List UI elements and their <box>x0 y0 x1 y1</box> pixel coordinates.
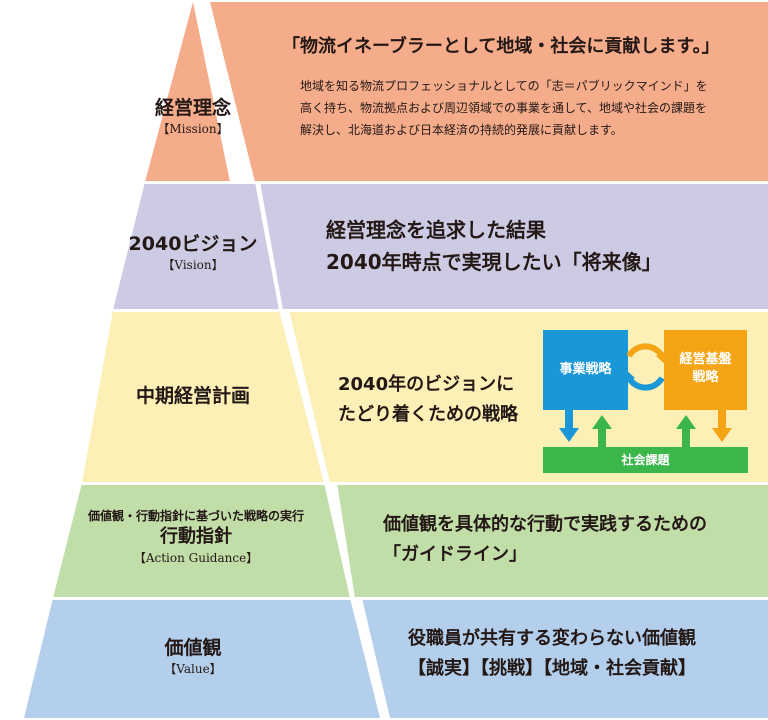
mission-body-line: 解決し、北海道および日本経済の持続的発展に貢献します。 <box>300 123 623 137</box>
mission-body-line: 高く持ち、物流拠点および周辺領域での事業を通して、地域や社会の課題を <box>300 101 708 115</box>
band-divider <box>0 597 768 600</box>
foundation-strategy-box <box>664 330 747 410</box>
social-issues-label: 社会課題 <box>621 453 670 467</box>
mission-label: 経営理念 【Mission】 <box>128 96 258 138</box>
up-arrow-green-icon <box>676 415 696 447</box>
foundation-strategy-line-1: 経営基盤 <box>679 352 732 367</box>
vision-line-1: 経営理念を追求した結果 <box>326 218 546 242</box>
foundation-strategy-label: 経営基盤 戦略 <box>664 351 747 387</box>
plan-line-1: 2040年のビジョンに <box>338 374 515 395</box>
vision-label: 2040ビジョン 【Vision】 <box>118 232 268 274</box>
right-band-mission <box>210 2 768 182</box>
guidance-subtitle: 【Action Guidance】 <box>133 551 259 565</box>
cycle-arrow-top-icon <box>626 343 665 358</box>
social-issues-bar <box>543 447 748 473</box>
guidance-description: 価値観を具体的な行動で実践するための 「ガイドライン」 <box>383 510 707 570</box>
pyramid-band-value <box>24 598 380 718</box>
vision-line-2: 2040年時点で実現したい「将来像」 <box>326 250 662 274</box>
right-band-guidance <box>337 483 768 598</box>
pyramid-band-vision <box>113 182 279 310</box>
band-divider <box>0 309 768 312</box>
right-band-value <box>362 598 768 718</box>
value-line-1: 役職員が共有する変わらない価値観 <box>408 628 696 649</box>
guidance-label: 価値観・行動指針に基づいた戦略の実行 行動指針 【Action Guidance… <box>60 507 332 567</box>
guidance-line-2: 「ガイドライン」 <box>383 544 527 565</box>
guidance-line-1: 価値観を具体的な行動で実践するための <box>383 514 707 535</box>
plan-line-2: たどり着くための戦略 <box>338 404 518 425</box>
pyramid-band-guidance <box>53 483 350 598</box>
vision-subtitle: 【Vision】 <box>162 258 224 272</box>
value-line-2: 【誠実】【挑戦】【地域・社会貢献】 <box>408 658 696 679</box>
cycle-arrowhead-bottom-icon <box>623 368 635 384</box>
vision-description: 経営理念を追求した結果 2040年時点で実現したい「将来像」 <box>326 214 662 278</box>
plan-description: 2040年のビジョンに たどり着くための戦略 <box>338 370 518 430</box>
plan-label: 中期経営計画 <box>118 384 268 408</box>
value-description: 役職員が共有する変わらない価値観 【誠実】【挑戦】【地域・社会貢献】 <box>408 624 696 684</box>
business-strategy-box <box>543 330 628 410</box>
cycle-arrow-bottom-icon <box>626 376 665 391</box>
up-arrow-green-icon <box>592 415 612 447</box>
band-divider <box>0 482 768 485</box>
plan-title: 中期経営計画 <box>135 385 250 407</box>
vision-title: 2040ビジョン <box>128 233 258 255</box>
mission-headline: 「物流イネーブラーとして地域・社会に貢献します。」 <box>282 36 720 57</box>
right-band-vision <box>260 182 768 310</box>
mission-subtitle: 【Mission】 <box>157 122 229 136</box>
down-arrow-orange-icon <box>712 410 732 442</box>
value-label: 価値観 【Value】 <box>118 636 268 678</box>
mission-body-line: 地域を知る物流プロフェッショナルとしての「志＝パブリックマインド」を <box>300 79 708 93</box>
pyramid-band-plan <box>82 310 324 483</box>
foundation-strategy-line-2: 戦略 <box>692 370 719 385</box>
guidance-title: 行動指針 <box>160 526 232 547</box>
right-band-plan <box>289 310 768 483</box>
value-subtitle: 【Value】 <box>164 662 222 676</box>
mission-title: 経営理念 <box>154 97 231 119</box>
business-strategy-label: 事業戦略 <box>559 362 612 377</box>
band-divider <box>0 181 768 184</box>
value-title: 価値観 <box>164 637 222 659</box>
cycle-arrowhead-top-icon <box>656 350 668 366</box>
guidance-pretitle: 価値観・行動指針に基づいた戦略の実行 <box>87 509 304 523</box>
down-arrow-blue-icon <box>559 410 579 442</box>
pyramid-band-mission <box>145 2 230 182</box>
mission-body: 地域を知る物流プロフェッショナルとしての「志＝パブリックマインド」を 高く持ち、… <box>300 75 760 141</box>
